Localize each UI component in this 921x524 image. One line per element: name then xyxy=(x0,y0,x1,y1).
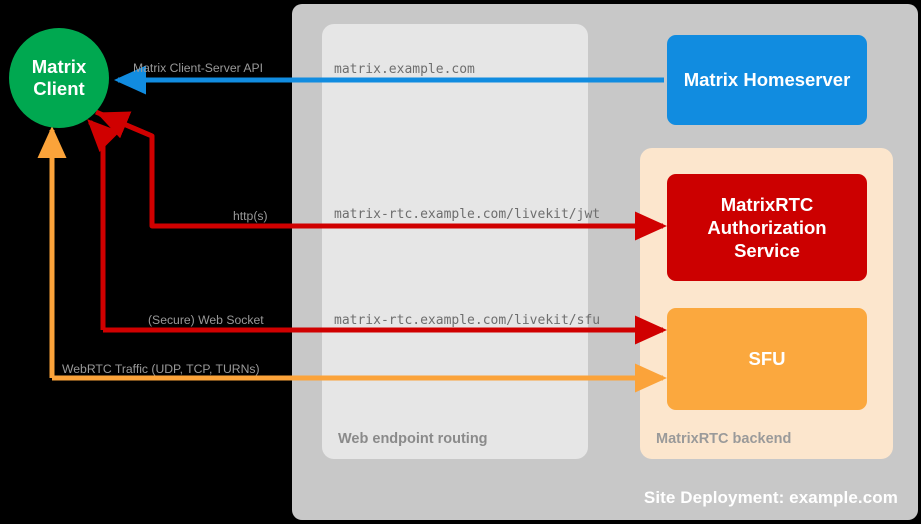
edge-label-matrix-client-server-api: Matrix Client-Server API xyxy=(133,61,264,75)
auth-service-label-line1: MatrixRTC xyxy=(720,193,814,215)
matrix-client-label-line1: Matrix xyxy=(31,56,87,78)
edge-label-webrtc-traffic: WebRTC Traffic (UDP, TCP, TURNs) xyxy=(62,362,260,376)
matrix-homeserver-label: Matrix Homeserver xyxy=(683,69,851,91)
web-endpoint-routing-label: Web endpoint routing xyxy=(338,431,488,447)
auth-service-label-line3: Service xyxy=(734,240,800,262)
node-matrix-client[interactable]: Matrix Client xyxy=(9,28,109,128)
site-deployment-label: Site Deployment: example.com xyxy=(643,488,898,507)
node-sfu[interactable]: SFU xyxy=(667,308,867,410)
web-endpoint-routing-container: Web endpoint routing xyxy=(322,24,588,459)
auth-service-label-line2: Authorization xyxy=(707,216,827,238)
matrixrtc-backend-label: MatrixRTC backend xyxy=(656,431,792,447)
edge-label-secure-web-socket: (Secure) Web Socket xyxy=(148,313,264,327)
matrix-client-label-line2: Client xyxy=(33,78,85,99)
endpoint-url-matrix: matrix.example.com xyxy=(334,62,475,77)
endpoint-url-livekit-jwt: matrix-rtc.example.com/livekit/jwt xyxy=(334,207,601,222)
sfu-label: SFU xyxy=(748,348,786,370)
node-matrix-homeserver[interactable]: Matrix Homeserver xyxy=(667,35,867,125)
node-matrixrtc-authorization-service[interactable]: MatrixRTC Authorization Service xyxy=(667,174,867,281)
edge-label-https: http(s) xyxy=(233,209,268,223)
endpoint-url-livekit-sfu: matrix-rtc.example.com/livekit/sfu xyxy=(334,313,601,328)
